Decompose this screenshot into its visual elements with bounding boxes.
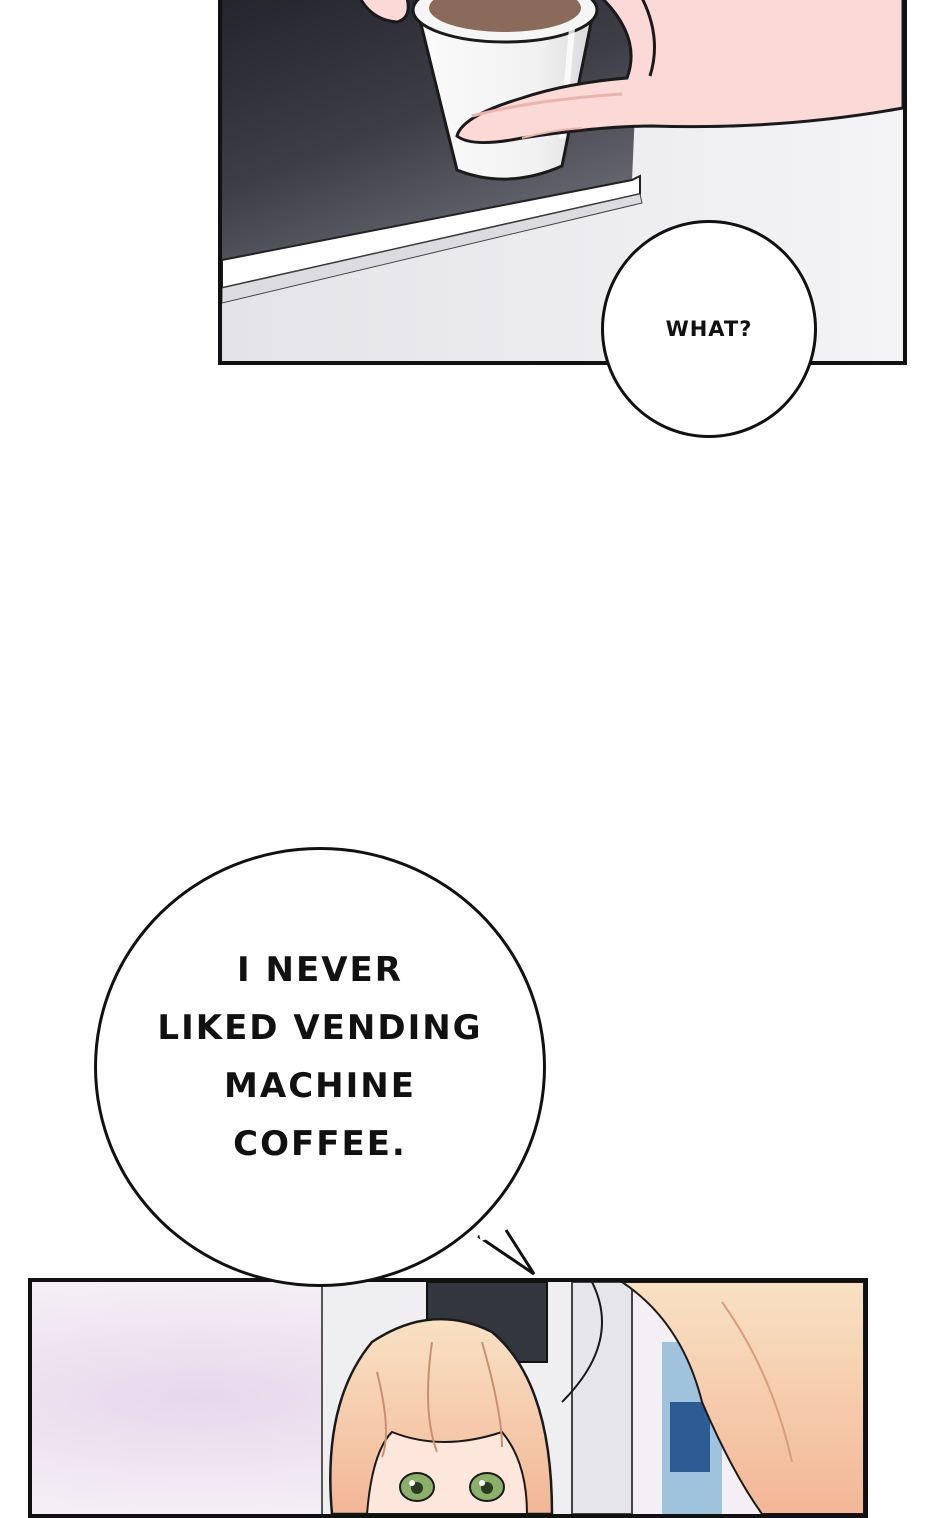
bubble-coffee-text: I NEVER LIKED VENDING MACHINE COFFEE. xyxy=(117,941,522,1173)
bubble-what-text: WHAT? xyxy=(665,317,753,341)
bubble-coffee-line-4: COFFEE. xyxy=(233,1124,407,1164)
bubble-coffee-line-3: MACHINE xyxy=(224,1066,416,1106)
speech-bubble-tail xyxy=(477,1229,536,1276)
eye-right xyxy=(469,1472,505,1502)
comic-panel-character xyxy=(28,1278,868,1518)
comic-panel-cup xyxy=(218,0,907,365)
eye-left xyxy=(399,1472,435,1502)
character-illustration xyxy=(32,1282,864,1514)
speech-bubble-coffee: I NEVER LIKED VENDING MACHINE COFFEE. xyxy=(94,847,546,1287)
bubble-coffee-line-1: I NEVER xyxy=(237,950,403,990)
bubble-coffee-line-2: LIKED VENDING xyxy=(157,1008,483,1048)
speech-bubble-what: WHAT? xyxy=(601,220,817,438)
cup-illustration xyxy=(222,0,903,361)
